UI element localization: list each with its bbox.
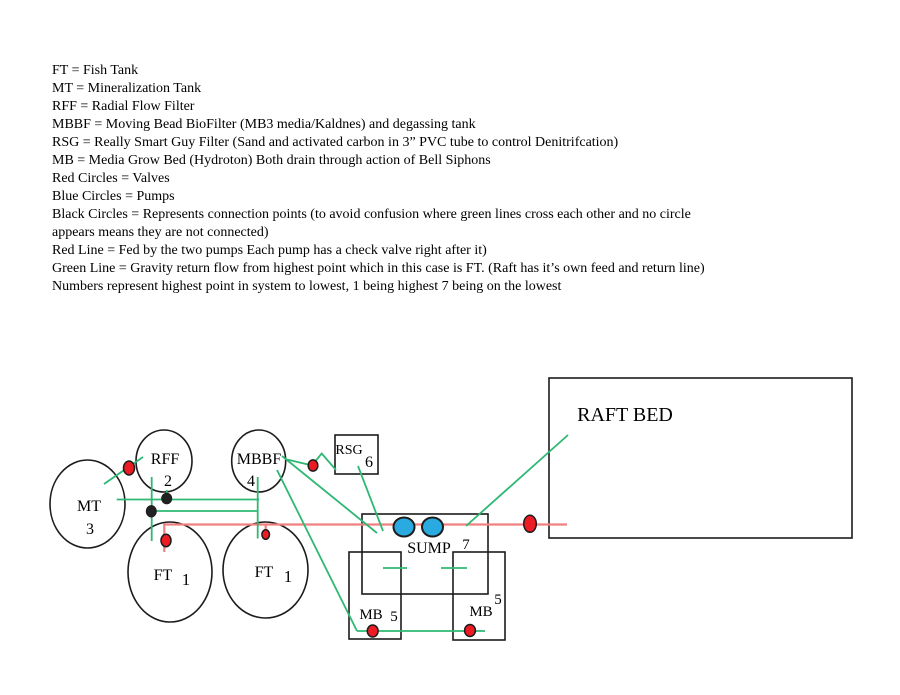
ft-left-number: 1 xyxy=(182,570,191,589)
sump-to-raft-pipe xyxy=(465,434,569,527)
mt-label: MT xyxy=(77,498,101,515)
rsg-number: 6 xyxy=(365,454,373,471)
rsg-valve-link xyxy=(314,452,337,471)
mt-rff-valve-icon xyxy=(122,460,136,476)
rsg-valve-icon xyxy=(307,459,319,472)
legend-block: FT = Fish Tank MT = Mineralization Tank … xyxy=(52,62,705,296)
mbbf-to-rsg-pipe xyxy=(286,458,309,466)
mt-number: 3 xyxy=(86,521,94,538)
legend-line-numbers: Numbers represent highest point in syste… xyxy=(52,279,562,294)
legend-line-ft: FT = Fish Tank xyxy=(52,63,139,78)
legend-line-rff: RFF = Radial Flow Filter xyxy=(52,99,195,114)
mbbf-label: MBBF xyxy=(237,451,282,468)
connection-dot-2-connection-icon xyxy=(145,505,157,518)
legend-line-black-circles-wrap: appears means they are not connected) xyxy=(52,225,269,240)
mt-tank xyxy=(49,459,126,549)
legend-line-mbbf: MBBF = Moving Bead BioFilter (MB3 media/… xyxy=(52,117,476,132)
legend-line-red-circles: Red Circles = Valves xyxy=(52,171,170,186)
ft-left-valve-icon xyxy=(160,533,172,548)
legend-line-mb: MB = Media Grow Bed (Hydroton) Both drai… xyxy=(52,153,491,168)
rsg-label: RSG xyxy=(335,443,362,458)
mb-right-label: MB xyxy=(469,604,492,620)
pump-1-icon xyxy=(392,516,416,538)
ft-left-label: FT xyxy=(154,567,173,584)
ft-right-valve-icon xyxy=(261,528,271,541)
rff-number: 2 xyxy=(164,473,172,490)
mbbf-to-sump-pipe xyxy=(281,455,378,534)
raft-valve-icon xyxy=(522,514,538,534)
sump-number: 7 xyxy=(462,537,470,553)
ft-right-tank xyxy=(222,521,309,619)
raft-bed-label: RAFT BED xyxy=(577,404,673,426)
mbbf-number: 4 xyxy=(247,473,255,490)
legend-line-mt: MT = Mineralization Tank xyxy=(52,81,202,96)
mb-left-label: MB xyxy=(359,607,382,623)
legend-line-black-circles: Black Circles = Represents connection po… xyxy=(52,207,691,222)
mb-right-box xyxy=(452,551,506,641)
legend-line-blue-circles: Blue Circles = Pumps xyxy=(52,189,175,204)
mb-right-valve-icon xyxy=(463,623,477,638)
raft-bed-box xyxy=(548,377,853,539)
ft-right-label: FT xyxy=(255,564,274,581)
mbbf-tank xyxy=(230,429,287,493)
mb-left-number: 5 xyxy=(390,609,398,625)
ft-right-number: 1 xyxy=(284,567,293,586)
mbbf-to-mb-pipe xyxy=(276,469,358,632)
ft-left-tank xyxy=(127,521,213,623)
mb-left-box xyxy=(348,551,402,640)
ft-left-feed-pipe xyxy=(163,523,567,552)
legend-line-green-line: Green Line = Gravity return flow from hi… xyxy=(52,261,705,276)
connection-dot-1-connection-icon xyxy=(161,492,173,505)
sump-label: SUMP xyxy=(407,540,451,557)
rsg-to-sump-pipe xyxy=(357,465,384,532)
pump-2-icon xyxy=(421,516,444,538)
rsg-box xyxy=(334,434,379,475)
mb-left-valve-icon xyxy=(366,624,379,638)
mb-right-number: 5 xyxy=(494,592,502,608)
sump-box xyxy=(361,513,489,595)
rff-label: RFF xyxy=(151,451,180,468)
legend-line-red-line: Red Line = Fed by the two pumps Each pum… xyxy=(52,243,487,258)
legend-line-rsg: RSG = Really Smart Guy Filter (Sand and … xyxy=(52,135,619,150)
